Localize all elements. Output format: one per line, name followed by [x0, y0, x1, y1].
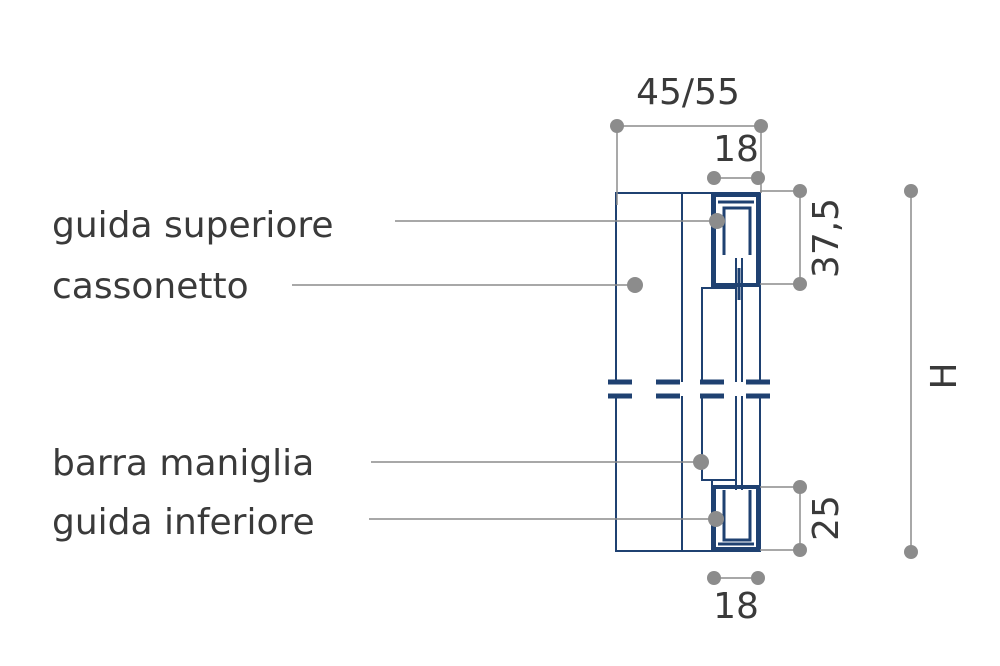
dimension-bottom-guide-width — [707, 571, 765, 585]
dimension-bottom-height-label: 25 — [806, 495, 847, 541]
leader-cassonetto — [292, 277, 643, 293]
leader-guida-superiore — [395, 213, 725, 229]
handle-bar-outline-top — [701, 287, 736, 382]
label-cassonetto: cassonetto — [52, 266, 249, 307]
handle-bar-outline-bottom — [701, 396, 736, 481]
dimension-top-height-label: 37,5 — [806, 198, 847, 278]
dimension-overall-height — [904, 184, 918, 559]
label-barra-maniglia: barra maniglia — [52, 443, 314, 484]
cassonetto-outline-bottom — [615, 396, 761, 552]
dimension-top-height — [760, 184, 807, 291]
cassonetto-outline-top — [615, 192, 761, 382]
profile-drawing — [608, 192, 770, 552]
break-marks — [608, 379, 770, 399]
leader-guida-inferiore — [369, 511, 724, 527]
dimension-bottom-guide-width-label: 18 — [713, 586, 759, 627]
label-guida-inferiore: guida inferiore — [52, 502, 315, 543]
dimension-top-guide-width — [707, 171, 765, 185]
label-guida-superiore: guida superiore — [52, 205, 334, 246]
leader-barra-maniglia — [371, 454, 709, 470]
dimension-top-guide-width-label: 18 — [713, 129, 759, 170]
dimension-depth-label: 45/55 — [636, 72, 740, 113]
dimension-bottom-height — [760, 480, 807, 557]
dimension-overall-height-label: H — [924, 362, 965, 389]
top-guide-profile — [712, 193, 760, 300]
